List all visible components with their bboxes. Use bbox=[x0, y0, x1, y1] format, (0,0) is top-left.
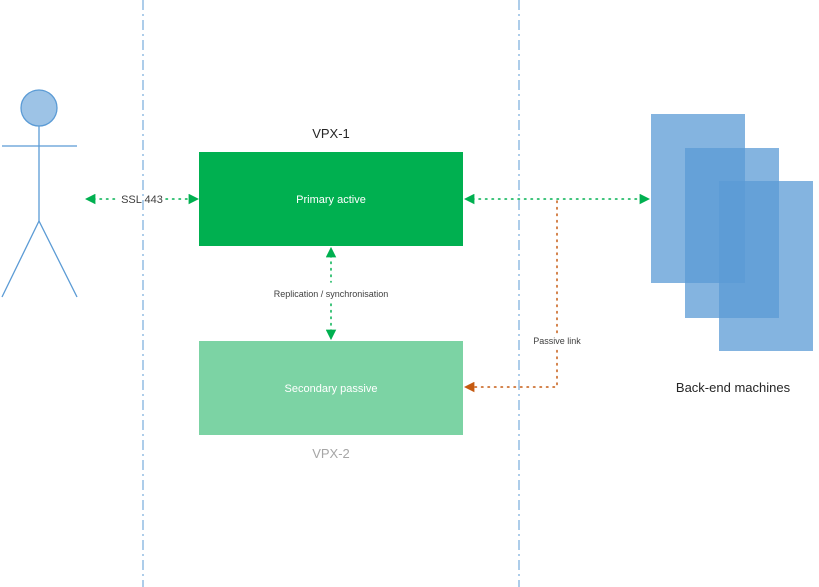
vpx2-label: Secondary passive bbox=[285, 383, 378, 395]
vpx2-box[interactable] bbox=[199, 341, 463, 435]
backend-label: Back-end machines bbox=[676, 380, 791, 395]
vpx1-box[interactable] bbox=[199, 152, 463, 246]
replication-link-label: Replication / synchronisation bbox=[274, 289, 389, 299]
passive-link-label-bg bbox=[530, 334, 584, 347]
user-stick-figure-icon bbox=[1, 89, 78, 298]
backend-machines-stack-icon[interactable] bbox=[651, 114, 813, 351]
passive-link-label: Passive link bbox=[533, 336, 581, 346]
vpx2-title: VPX-2 bbox=[312, 446, 350, 461]
passive-link bbox=[463, 200, 558, 393]
vpx1-label: Primary active bbox=[296, 194, 366, 206]
client-link-label: SSL 443 bbox=[121, 194, 163, 206]
vpx1-title: VPX-1 bbox=[312, 126, 350, 141]
backend-machine-3 bbox=[719, 181, 813, 351]
